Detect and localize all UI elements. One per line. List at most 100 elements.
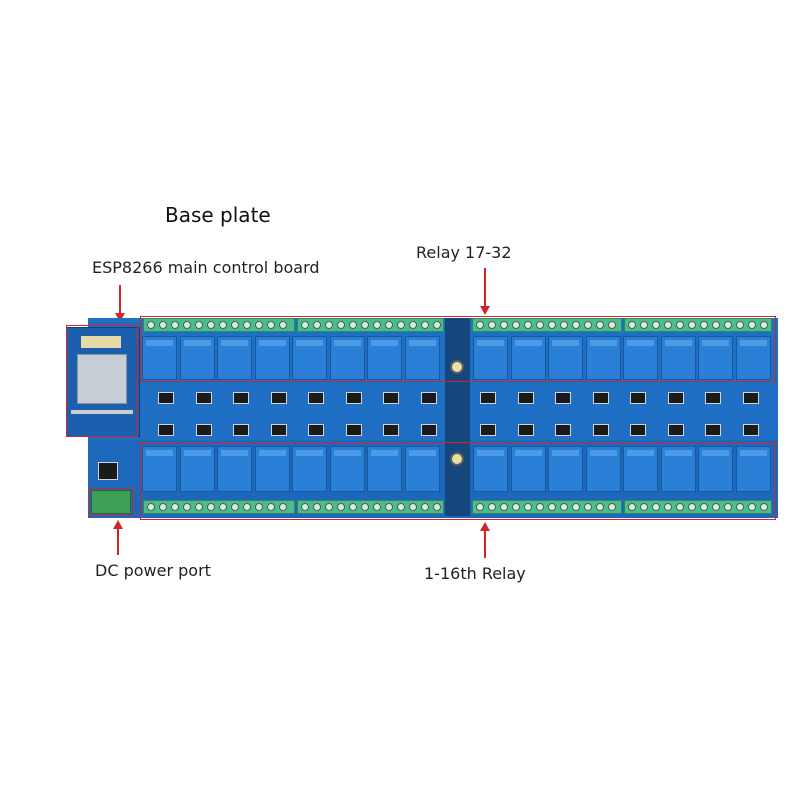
driver-chip [158, 424, 174, 436]
terminal-screw [147, 321, 155, 329]
terminal-screw [560, 503, 568, 511]
bottom-terminal-strip [297, 500, 444, 514]
center-spine [445, 318, 470, 516]
terminal-screw [488, 503, 496, 511]
label-relay-1-16: 1-16th Relay [424, 564, 526, 583]
driver-chip [630, 424, 646, 436]
terminal-screw [640, 503, 648, 511]
bottom-terminal-strip [472, 500, 622, 514]
terminal-screw [640, 321, 648, 329]
terminal-screw [512, 503, 520, 511]
terminal-screw [409, 321, 417, 329]
driver-chip [270, 424, 287, 436]
relay-bottom [623, 446, 658, 492]
relay-top [404, 336, 440, 380]
driver-chip [195, 392, 212, 404]
terminal-screw [712, 321, 720, 329]
relay-bottom [367, 446, 402, 492]
relay-17-32-annotation-box [140, 316, 776, 382]
terminal-screw [421, 321, 429, 329]
terminal-screw [267, 503, 275, 511]
esp-pins [71, 410, 133, 414]
terminal-screw [676, 321, 684, 329]
terminal-screw [433, 503, 441, 511]
driver-chip [667, 392, 684, 404]
top-terminal-strip [624, 318, 772, 332]
driver-chip [308, 392, 324, 404]
terminal-screw [736, 321, 744, 329]
terminal-screw [572, 321, 580, 329]
terminal-screw [183, 503, 191, 511]
terminal-screw [385, 321, 393, 329]
driver-chip [233, 392, 249, 404]
relay-bottom [698, 446, 733, 492]
relay-top [585, 336, 621, 380]
terminal-screw [255, 321, 263, 329]
terminal-screw [536, 321, 544, 329]
terminal-screw [219, 503, 227, 511]
relay-bottom [473, 446, 508, 492]
terminal-screw [421, 503, 429, 511]
relay-bottom [142, 446, 177, 492]
terminal-screw [397, 321, 405, 329]
relay-bottom [585, 446, 621, 492]
relay-top [142, 336, 177, 380]
terminal-screw [664, 503, 672, 511]
terminal-screw [313, 321, 321, 329]
center-capacitor-bottom [450, 452, 464, 466]
driver-chip [555, 392, 571, 404]
terminal-screw [628, 321, 636, 329]
driver-chip [233, 424, 249, 436]
terminal-screw [409, 503, 417, 511]
relay-top [329, 336, 365, 380]
terminal-screw [313, 503, 321, 511]
driver-chip [517, 392, 534, 404]
terminal-screw [325, 503, 333, 511]
page-title: Base plate [165, 203, 271, 227]
terminal-screw [724, 503, 732, 511]
driver-chip [742, 424, 759, 436]
driver-chip [555, 424, 571, 436]
relay-bottom [179, 446, 215, 492]
terminal-screw [373, 503, 381, 511]
relay-bottom [404, 446, 440, 492]
terminal-screw [207, 503, 215, 511]
bottom-terminal-strip [624, 500, 772, 514]
relay-bottom [548, 446, 583, 492]
relay-top [660, 336, 696, 380]
terminal-screw [748, 503, 756, 511]
driver-chip [480, 392, 496, 404]
terminal-screw [349, 503, 357, 511]
relay-bottom [292, 446, 327, 492]
dc-converter-chip [98, 462, 118, 480]
terminal-screw [476, 503, 484, 511]
terminal-screw [195, 503, 203, 511]
terminal-screw [373, 321, 381, 329]
terminal-screw [385, 503, 393, 511]
terminal-screw [243, 503, 251, 511]
driver-chip [345, 424, 362, 436]
terminal-screw [219, 321, 227, 329]
label-dc-power-port: DC power port [95, 561, 211, 580]
driver-chip [667, 424, 684, 436]
relay-bottom [254, 446, 290, 492]
relay-bottom [329, 446, 365, 492]
terminal-screw [337, 321, 345, 329]
bottom-terminal-strip [143, 500, 295, 514]
terminal-screw [337, 503, 345, 511]
esp-annotation-box [66, 325, 138, 437]
relay-top [698, 336, 733, 380]
relay-top [254, 336, 290, 380]
esp-antenna [81, 336, 121, 348]
esp-shield [77, 354, 127, 404]
terminal-screw [512, 321, 520, 329]
terminal-screw [267, 321, 275, 329]
terminal-screw [548, 503, 556, 511]
terminal-screw [361, 503, 369, 511]
relay-top [367, 336, 402, 380]
terminal-screw [171, 503, 179, 511]
terminal-screw [171, 321, 179, 329]
relay-bottom [217, 446, 252, 492]
driver-chip [308, 424, 324, 436]
driver-chip [630, 392, 646, 404]
